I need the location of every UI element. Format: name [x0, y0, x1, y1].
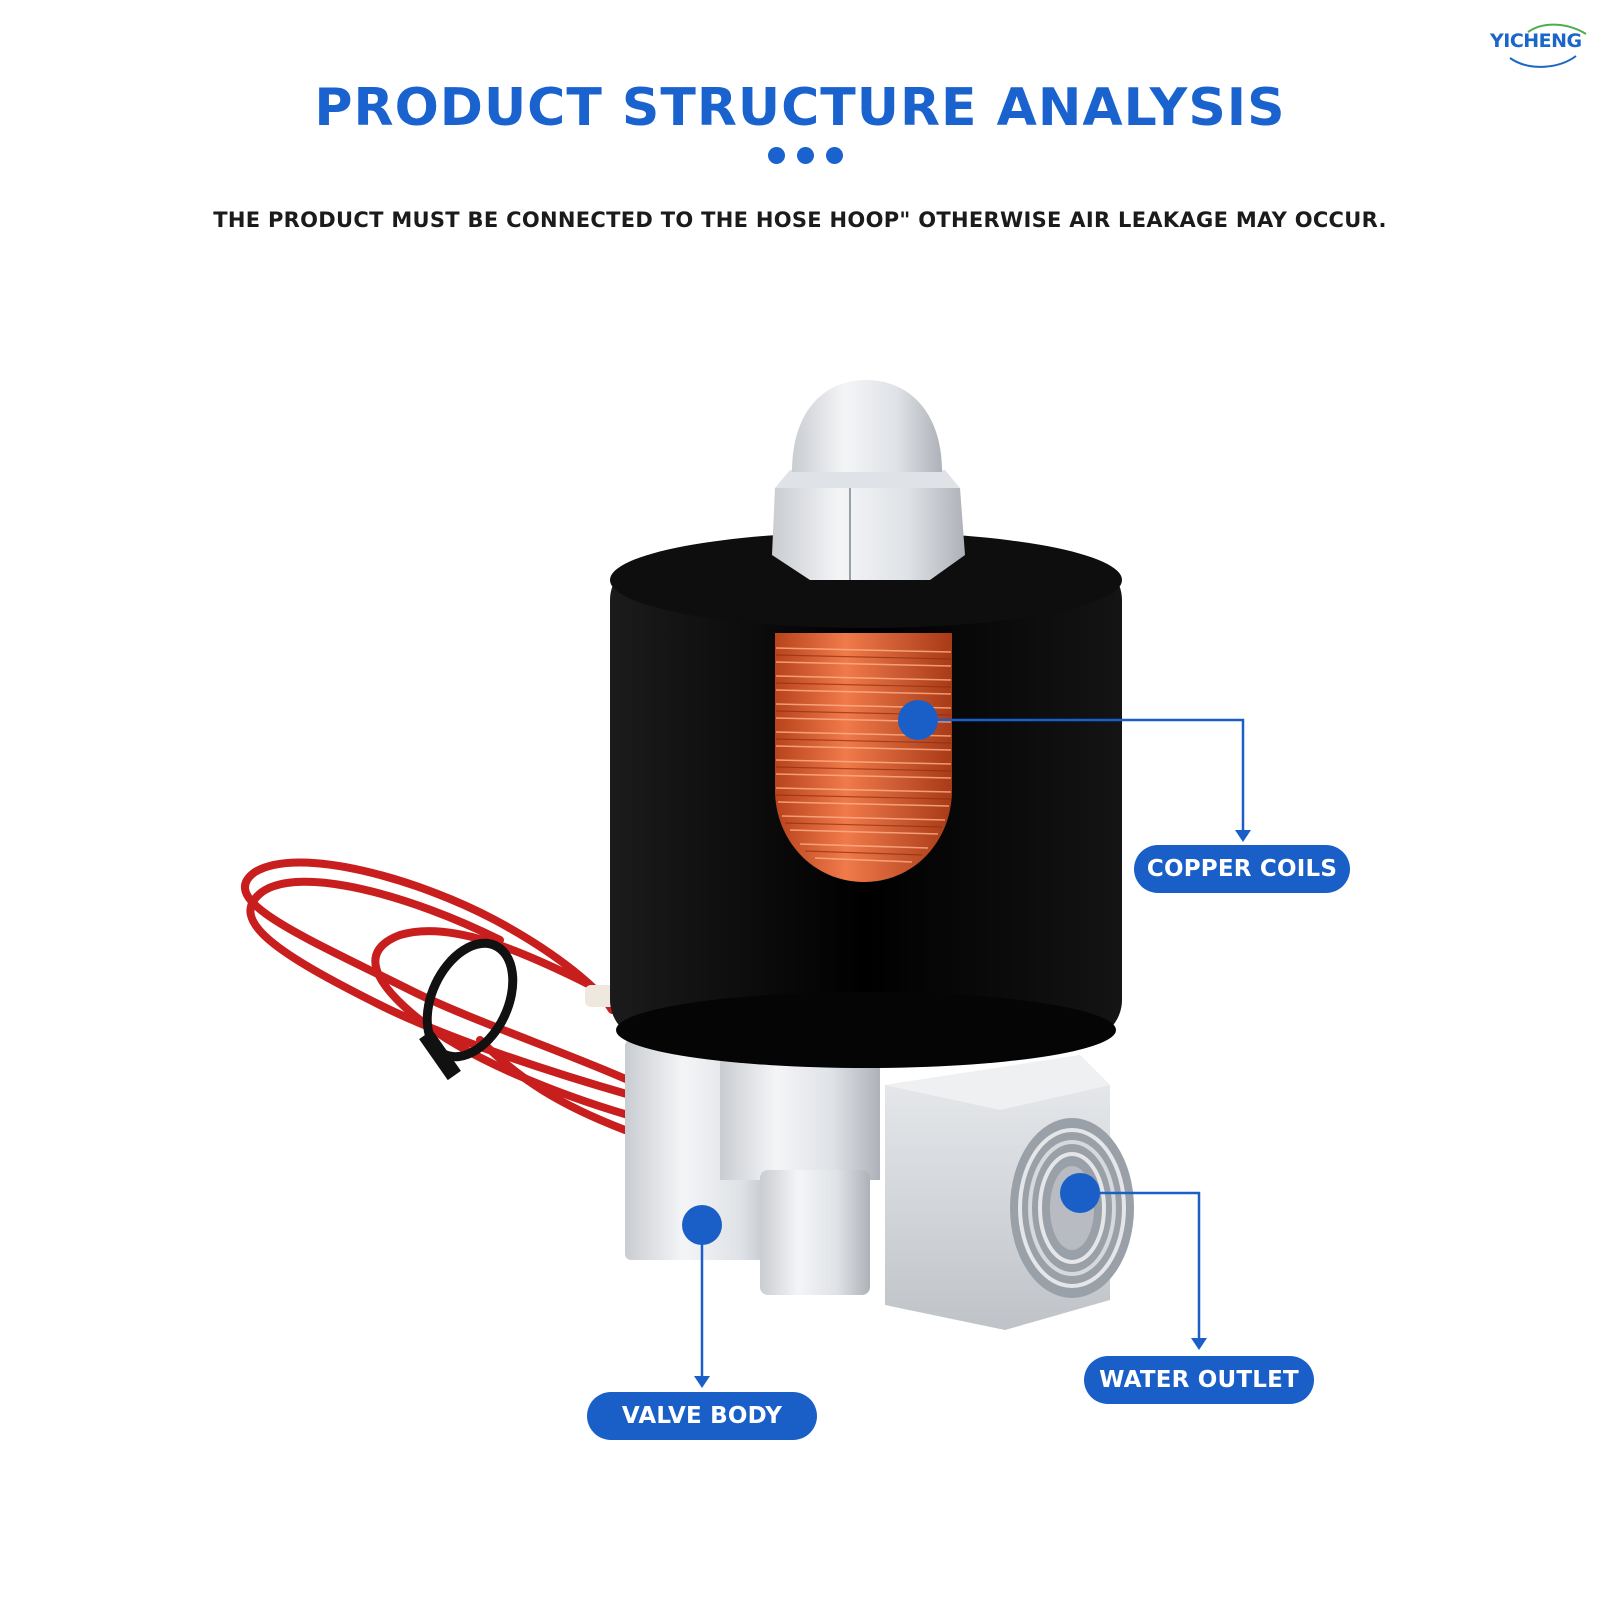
divider-dot — [768, 147, 785, 164]
title-divider-dots — [768, 147, 844, 165]
cable-tie — [419, 938, 518, 1081]
copper-coils-label: COPPER COILS — [1134, 845, 1350, 893]
divider-dot — [797, 147, 814, 164]
acorn-cap — [792, 380, 942, 472]
valve-body-marker — [682, 1205, 722, 1245]
callout-markers — [682, 700, 1100, 1245]
divider-dot — [826, 147, 843, 164]
brand-name: YICHENG — [1490, 30, 1582, 52]
copper-coils-marker — [898, 700, 938, 740]
hex-nut — [772, 470, 965, 580]
valve-stem — [760, 1170, 870, 1295]
water-outlet-marker — [1060, 1173, 1100, 1213]
copper-coil-cutaway — [775, 633, 952, 882]
brand-logo: YICHENG — [1490, 22, 1590, 72]
callout-arrowheads — [694, 830, 1251, 1388]
callout-lines — [700, 718, 1245, 1378]
water-outlet-label: WATER OUTLET — [1084, 1356, 1314, 1404]
page-subtitle: THE PRODUCT MUST BE CONNECTED TO THE HOS… — [213, 208, 1387, 232]
valve-body-label: VALVE BODY — [587, 1392, 817, 1440]
page-title: PRODUCT STRUCTURE ANALYSIS — [314, 78, 1286, 138]
logo-swoosh-icon — [1509, 23, 1587, 68]
lead-wires — [241, 858, 634, 1134]
